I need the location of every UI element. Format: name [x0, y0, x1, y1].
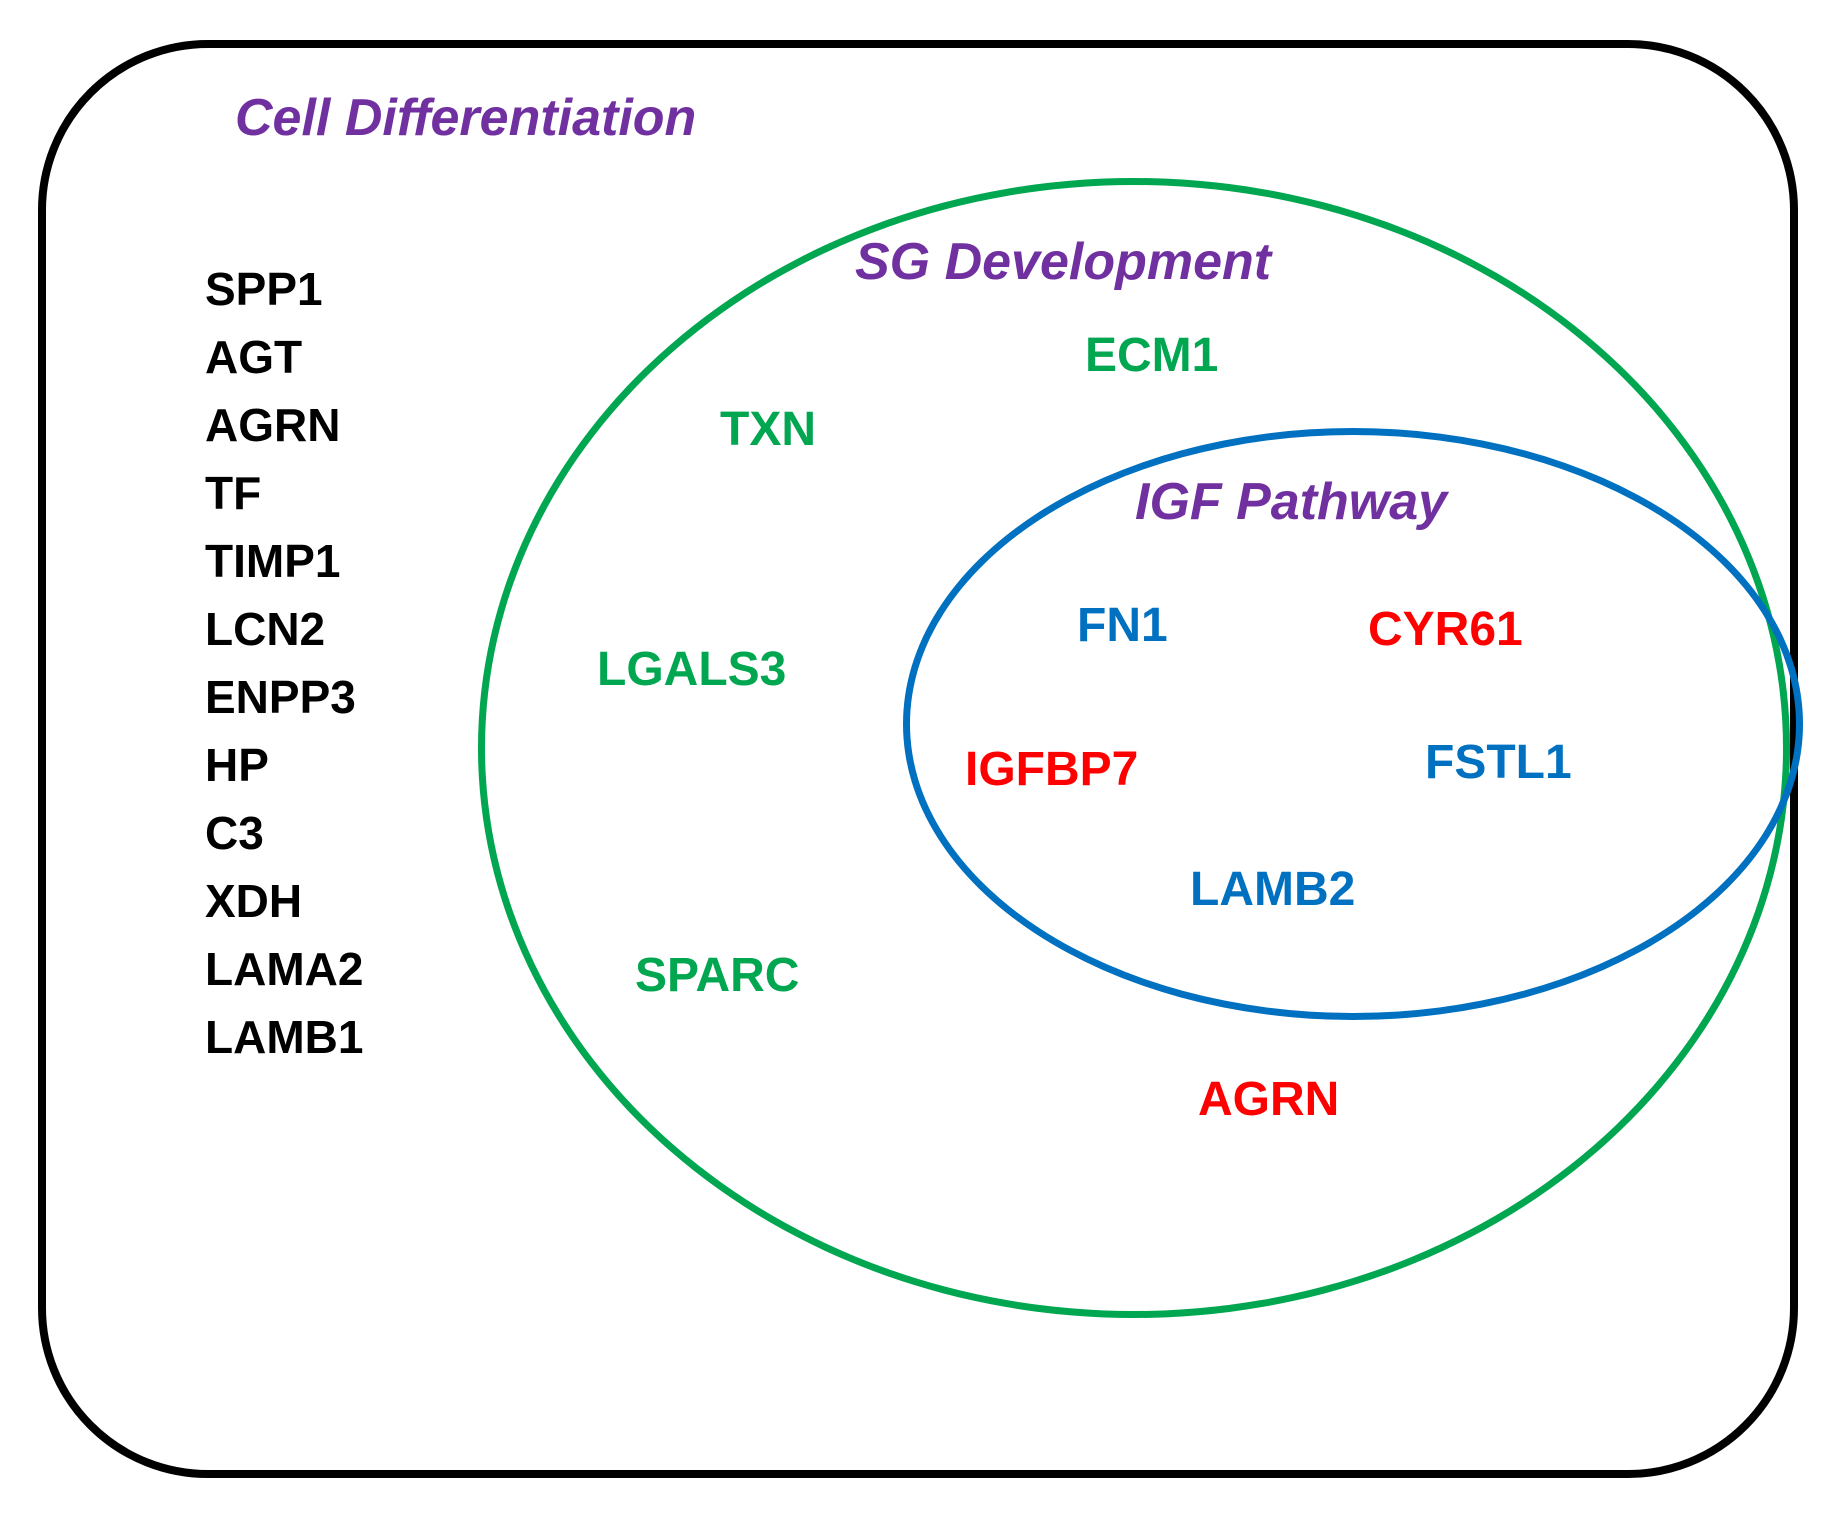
- gene-agrn-highlighted: AGRN: [1198, 1073, 1340, 1126]
- gene-cyr61-highlighted: CYR61: [1368, 603, 1523, 656]
- gene-igfbp7-highlighted: IGFBP7: [965, 743, 1139, 796]
- gene-txn: TXN: [720, 403, 816, 456]
- gene-agt: AGT: [205, 331, 303, 383]
- gene-fstl1: FSTL1: [1425, 736, 1572, 789]
- gene-fn1: FN1: [1077, 599, 1168, 652]
- gene-spp1: SPP1: [205, 263, 323, 315]
- gene-lcn2: LCN2: [205, 603, 326, 655]
- gene-hp: HP: [205, 739, 269, 791]
- cell-differentiation-gene-list: SPP1 AGT AGRN TF TIMP1 LCN2 ENPP3 HP C3 …: [205, 255, 363, 1071]
- sg-development-title: SG Development: [855, 233, 1272, 291]
- gene-lamb2: LAMB2: [1190, 863, 1356, 916]
- gene-agrn: AGRN: [205, 399, 341, 451]
- gene-sparc: SPARC: [635, 949, 800, 1002]
- gene-ecm1: ECM1: [1085, 329, 1219, 382]
- cell-differentiation-title: Cell Differentiation: [235, 89, 697, 147]
- gene-lama2: LAMA2: [205, 943, 364, 995]
- gene-tf: TF: [205, 467, 262, 519]
- gene-lamb1: LAMB1: [205, 1011, 364, 1063]
- gene-c3: C3: [205, 807, 264, 859]
- igf-pathway-title: IGF Pathway: [1135, 473, 1448, 531]
- gene-lgals3: LGALS3: [597, 643, 787, 696]
- gene-timp1: TIMP1: [205, 535, 341, 587]
- igf-pathway-set-outline: [903, 428, 1803, 1020]
- gene-xdh: XDH: [205, 875, 303, 927]
- gene-enpp3: ENPP3: [205, 671, 356, 723]
